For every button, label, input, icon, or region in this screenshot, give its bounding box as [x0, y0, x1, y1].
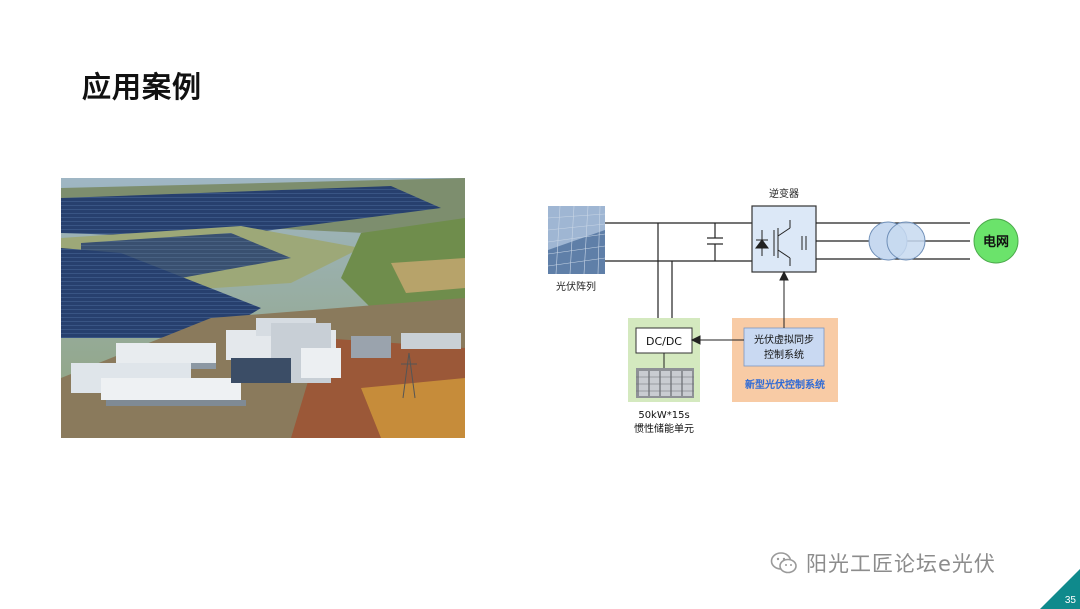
- control-arrows: [690, 270, 789, 345]
- dcdc-label: DC/DC: [646, 335, 682, 348]
- slide-title: 应用案例: [82, 70, 203, 104]
- grid-label: 电网: [983, 234, 1009, 250]
- storage-spec: 50kW*15s: [638, 410, 689, 421]
- watermark: 阳光工匠论坛e光伏: [770, 545, 996, 581]
- page-corner-decoration: [1040, 569, 1080, 609]
- transformer-icon: [868, 221, 926, 261]
- wechat-icon: [770, 552, 797, 574]
- diagram-svg: 光伏阵列 逆变器: [547, 187, 1019, 435]
- solar-plant-photo: [61, 178, 465, 438]
- control-line-1: 光伏虚拟同步: [754, 333, 814, 346]
- solar-plant-illustration: [61, 178, 465, 438]
- pv-array-label: 光伏阵列: [556, 280, 596, 293]
- control-line-2: 控制系统: [764, 348, 804, 361]
- storage-rack-image: [636, 368, 694, 398]
- dc-bus-lines: [605, 222, 752, 328]
- watermark-text: 阳光工匠论坛e光伏: [806, 552, 996, 576]
- pv-system-diagram: 光伏阵列 逆变器: [540, 180, 1040, 450]
- pv-array-icon: [547, 205, 606, 275]
- inverter-label: 逆变器: [769, 187, 799, 200]
- inverter-switch-icon: [755, 220, 807, 266]
- storage-label: 惯性储能单元: [634, 422, 694, 435]
- grid-node: [973, 218, 1019, 264]
- control-system-label: 新型光伏控制系统: [745, 378, 825, 391]
- page-number: 35: [1064, 595, 1076, 606]
- dcdc-box: [635, 327, 693, 354]
- inverter-box: [751, 205, 817, 273]
